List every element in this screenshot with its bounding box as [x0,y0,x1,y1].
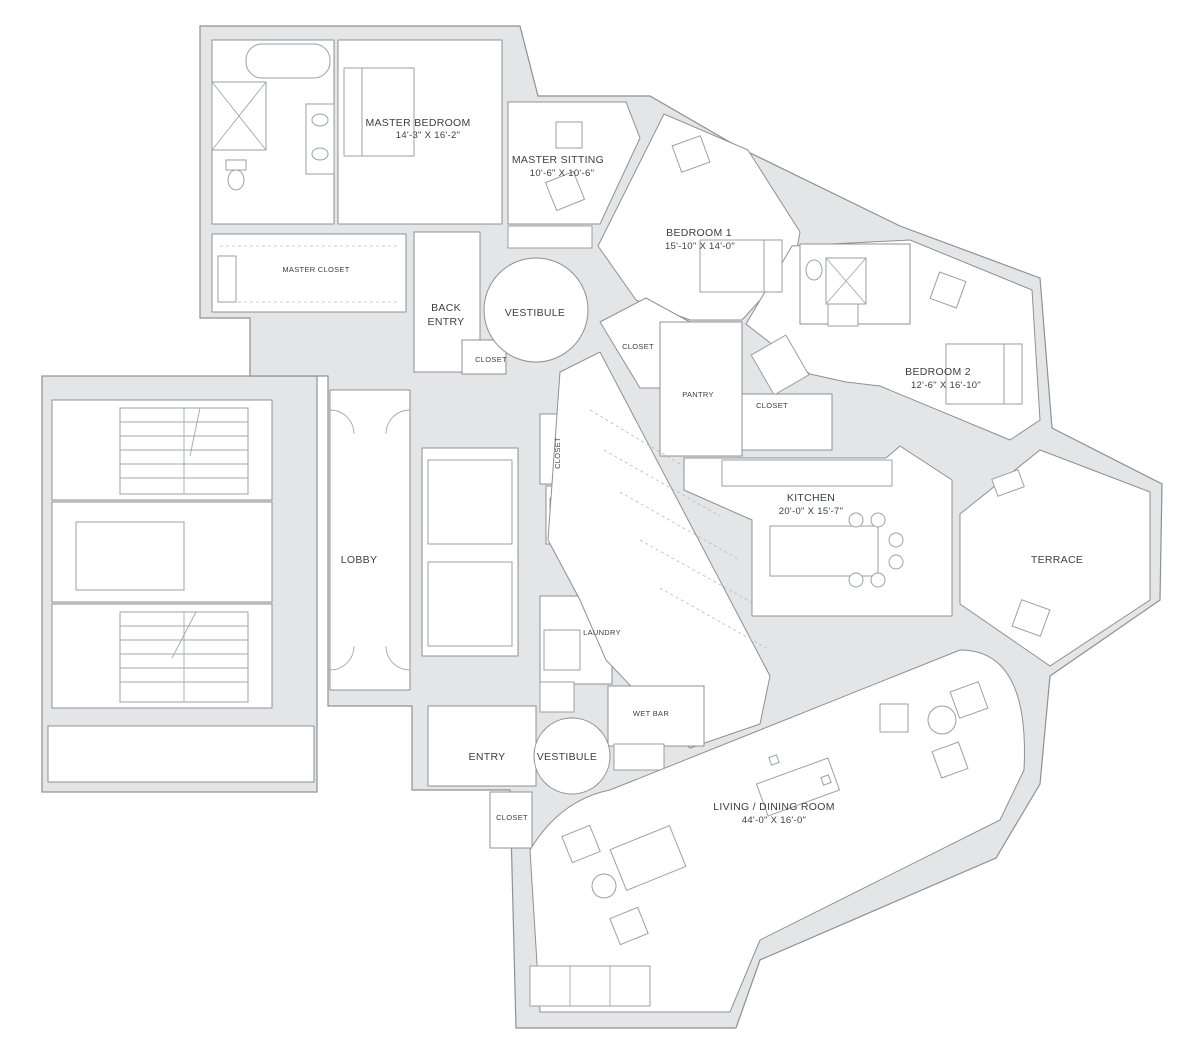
label-lobby: LOBBY [341,554,378,566]
label-laundry: LAUNDRY [583,628,621,637]
label-kitchen: KITCHEN [787,492,835,504]
room-labels: MASTER BEDROOM 14'-3" X 16'-2" MASTER SI… [282,117,1083,826]
dims-kitchen: 20'-0" X 15'-7" [779,506,844,517]
label-bedroom-2: BEDROOM 2 [905,366,971,378]
label-closet-back: CLOSET [475,355,507,364]
label-back-entry-1: BACK [431,302,461,314]
label-master-closet: MASTER CLOSET [282,265,349,274]
label-living-dining: LIVING / DINING ROOM [713,801,835,813]
label-bedroom-1: BEDROOM 1 [666,227,732,239]
dims-master-bedroom: 14'-3" X 16'-2" [396,130,461,141]
stair-upper [119,407,249,495]
label-back-entry-2: ENTRY [428,316,465,328]
entry-area [427,685,705,849]
label-master-bedroom: MASTER BEDROOM [365,117,470,129]
stair-lower [119,611,249,703]
label-pantry: PANTRY [682,390,714,399]
label-closet-bedroom-2: CLOSET [756,401,788,410]
lobby-area [329,389,519,691]
label-terrace: TERRACE [1031,554,1083,566]
stair-core [41,375,318,793]
master-suite [211,39,641,313]
label-closet-entry: CLOSET [496,813,528,822]
living-dining [529,649,1025,1013]
dims-master-sitting: 10'-6" X 10'-6" [530,168,595,179]
label-vestibule-bottom: VESTIBULE [537,751,597,763]
label-closet-hall: CLOSET [553,437,562,469]
bedroom-wing [597,113,1041,441]
dims-living-dining: 44'-0" X 16'-0" [742,815,807,826]
dims-bedroom-2: 12'-6" X 16'-10" [911,380,981,391]
diagonal-hall [547,351,771,749]
kitchen-terrace [683,445,1151,667]
label-entry: ENTRY [469,751,506,763]
dims-bedroom-1: 15'-10" X 14'-0" [665,241,735,252]
label-wet-bar: WET BAR [633,709,669,718]
back-entry-area [413,231,589,375]
label-master-sitting: MASTER SITTING [512,154,604,166]
label-vestibule-top: VESTIBULE [505,307,565,319]
label-closet-bedroom-1: CLOSET [622,342,654,351]
